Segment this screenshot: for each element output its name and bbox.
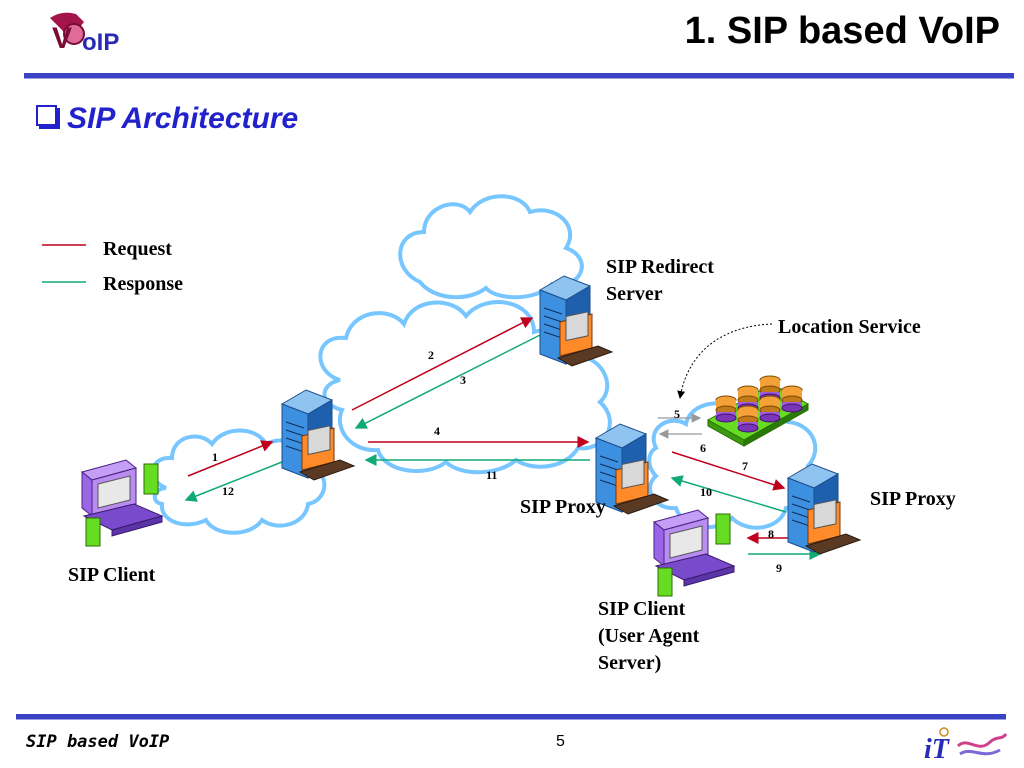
proxy-right-label: SIP Proxy — [870, 488, 956, 510]
step-label: 6 — [700, 441, 706, 455]
step-label: 10 — [700, 485, 712, 499]
svg-text:iT: iT — [924, 734, 951, 764]
step-label: 2 — [428, 348, 434, 362]
step-label: 8 — [768, 527, 774, 541]
redirect-server-icon — [539, 275, 613, 367]
proxy-center-label: SIP Proxy — [520, 496, 606, 518]
section-heading: SIP Architecture — [36, 102, 298, 136]
proxy-right-icon — [787, 463, 861, 555]
client-uas-icon — [653, 509, 735, 597]
step-label: 5 — [674, 407, 680, 421]
step-label: 4 — [434, 424, 440, 438]
client-left-label: SIP Client — [68, 564, 156, 586]
step-label: 11 — [486, 468, 498, 482]
step-label: 3 — [460, 373, 466, 387]
arrow-7-request — [671, 451, 786, 491]
step-label: 12 — [222, 484, 234, 498]
client-uas-label-line3: Server) — [598, 652, 662, 674]
client-uas-label-line2: (User Agent — [598, 625, 700, 647]
step-label: 9 — [776, 561, 782, 575]
phone-icon — [50, 12, 84, 38]
step-label: 1 — [212, 450, 218, 464]
client-uas-label-line1: SIP Client — [598, 598, 686, 620]
location-pointer — [677, 323, 773, 399]
legend-response-label: Response — [103, 273, 184, 295]
page-number: 5 — [556, 733, 565, 750]
arrow-10-response — [670, 475, 787, 513]
arrow-12-response — [184, 461, 283, 502]
footer-title: SIP based VoIP — [26, 732, 170, 752]
redirect-server-label: SIP Redirect Server — [606, 256, 714, 305]
location-database-icon — [706, 375, 810, 447]
arrow-3-response — [354, 331, 547, 429]
footer-divider — [16, 714, 1006, 720]
arrow-1-request — [187, 440, 274, 477]
page-title: 1. SIP based VoIP — [684, 10, 1000, 52]
step-label: 7 — [742, 459, 748, 473]
it-logo: iT — [924, 727, 1008, 764]
legend-request-label: Request — [103, 238, 172, 260]
header-divider — [24, 73, 1014, 79]
svg-text:oIP: oIP — [82, 29, 119, 56]
section-heading-text: SIP Architecture — [67, 102, 299, 135]
network-clouds — [151, 194, 818, 535]
svg-text:V: V — [52, 22, 72, 55]
arrow-2-request — [351, 317, 534, 411]
client-left-icon — [81, 459, 163, 547]
checkbox-bullet-icon — [36, 105, 57, 126]
location-service-label: Location Service — [778, 316, 921, 338]
voip-logo: V oIP — [50, 12, 119, 56]
